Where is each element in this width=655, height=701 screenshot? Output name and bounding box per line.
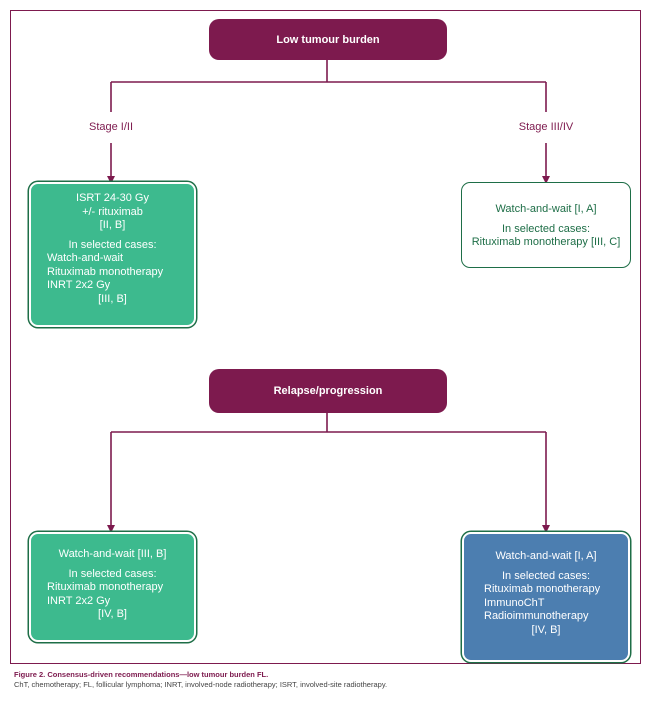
watch-and-wait-i-a: Watch-and-wait [I, A] <box>495 550 597 562</box>
grade-iv-b: [IV, B] <box>531 623 561 636</box>
stage-3-4-label: Stage III/IV <box>518 121 574 133</box>
selected-cases-heading: In selected cases: <box>501 222 591 235</box>
option-rituximab-monotherapy: Rituximab monotherapy <box>47 581 164 593</box>
watch-and-wait-iii-b: Watch-and-wait [III, B] <box>58 548 167 560</box>
option-rituximab-monotherapy: Rituximab monotherapy <box>484 583 601 595</box>
option-immunocht: ImmunoChT <box>484 596 545 609</box>
relapse-right-recommendation-box: Watch-and-wait [I, A] In selected cases:… <box>462 532 630 662</box>
grade-ii-b: [II, B] <box>99 219 126 231</box>
low-tumour-burden-header: Low tumour burden <box>209 19 447 60</box>
relapse-progression-label: Relapse/progression <box>273 385 383 397</box>
grade-iii-b: [III, B] <box>98 292 127 305</box>
isrt-dose: ISRT 24-30 Gy <box>76 192 149 204</box>
stage-1-2-label: Stage I/II <box>88 121 134 133</box>
option-watch-and-wait: Watch-and-wait <box>47 252 124 264</box>
rituximab-option: +/- rituximab <box>82 205 143 218</box>
watch-and-wait-i-a: Watch-and-wait [I, A] <box>495 203 597 215</box>
selected-cases-heading: In selected cases: <box>68 567 157 580</box>
low-tumour-burden-label: Low tumour burden <box>276 33 380 46</box>
rituximab-monotherapy-iii-c: Rituximab monotherapy [III, C] <box>471 236 621 248</box>
option-radioimmunotherapy: Radioimmunotherapy <box>484 610 589 622</box>
option-inrt: INRT 2x2 Gy <box>47 279 111 291</box>
selected-cases-heading: In selected cases: <box>68 238 157 251</box>
figure-frame <box>10 10 641 664</box>
figure-caption: Figure 2. Consensus-driven recommendatio… <box>14 670 387 690</box>
relapse-left-recommendation-box: Watch-and-wait [III, B] In selected case… <box>29 532 196 642</box>
option-inrt: INRT 2x2 Gy <box>47 594 111 607</box>
relapse-progression-header: Relapse/progression <box>209 369 447 413</box>
caption-abbreviations: ChT, chemotherapy; FL, follicular lympho… <box>14 680 388 689</box>
stage-1-2-recommendation-box: ISRT 24-30 Gy +/- rituximab [II, B] In s… <box>29 182 196 327</box>
caption-title: Figure 2. Consensus-driven recommendatio… <box>14 670 269 679</box>
option-rituximab-monotherapy: Rituximab monotherapy <box>47 265 164 278</box>
stage-3-4-recommendation-box: Watch-and-wait [I, A] In selected cases:… <box>461 182 631 268</box>
grade-iv-b: [IV, B] <box>98 608 127 620</box>
selected-cases-heading: In selected cases: <box>501 569 591 582</box>
